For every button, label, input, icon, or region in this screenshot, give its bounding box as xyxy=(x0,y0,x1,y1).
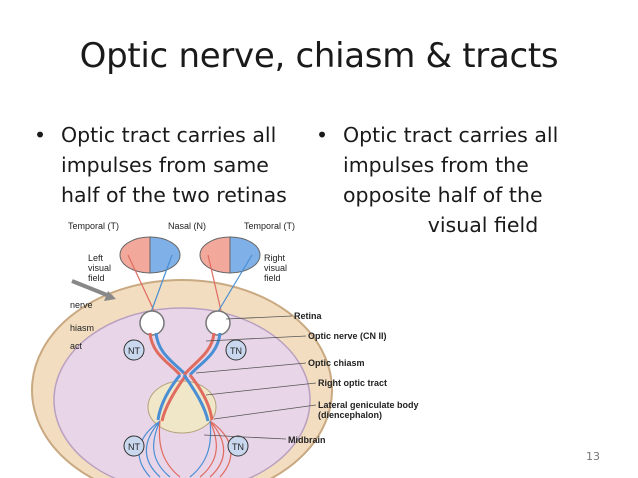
right-field-label: Right xyxy=(264,253,286,263)
visual-pathway-diagram: NT TN NT TN Temporal (T) Nasal (N) Tempo… xyxy=(31,221,419,478)
left-visual-field xyxy=(119,236,181,274)
right-bullet-line: opposite half of the xyxy=(343,183,543,207)
left-bullet-line: Optic tract carries all xyxy=(61,123,277,147)
nt-badge-lower: NT xyxy=(123,435,145,457)
svg-text:TN: TN xyxy=(230,346,242,356)
pointer-arrowhead xyxy=(104,291,116,301)
callout-right-optic-tract: Right optic tract xyxy=(318,378,387,388)
right-bullet-line: visual field xyxy=(343,213,539,237)
right-bullet-line: Optic tract carries all xyxy=(343,123,559,147)
callout-optic-nerve: Optic nerve (CN II) xyxy=(308,331,387,341)
left-field-label: visual xyxy=(88,263,111,273)
callout-retina: Retina xyxy=(294,311,323,321)
left-bullet-line: impulses from same xyxy=(61,153,269,177)
optic-pathway xyxy=(148,332,222,422)
left-field-label: Left xyxy=(88,253,104,263)
right-eye xyxy=(205,310,231,336)
right-visual-field xyxy=(199,236,261,274)
callout-lgb: Lateral geniculate body xyxy=(318,400,419,410)
callout-midbrain: Midbrain xyxy=(288,435,326,445)
edge-label-nerve: nerve xyxy=(70,300,93,310)
left-eye xyxy=(139,310,165,336)
tn-badge-upper: TN xyxy=(225,339,247,361)
label-nasal: Nasal (N) xyxy=(168,221,206,231)
tn-badge-lower: TN xyxy=(227,435,249,457)
left-bullet-text: Optic tract carries all impulses from sa… xyxy=(61,120,287,210)
svg-text:NT: NT xyxy=(128,346,140,356)
right-field-label: field xyxy=(264,273,281,283)
label-temporal-left: Temporal (T) xyxy=(68,221,119,231)
left-bullet-line: half of the two retinas xyxy=(61,183,287,207)
nt-badge-upper: NT xyxy=(123,339,145,361)
callout-leaders xyxy=(195,315,317,440)
edge-label-chiasm: hiasm xyxy=(70,323,94,333)
edge-label-tract: act xyxy=(70,341,83,351)
bullet-marker: • xyxy=(316,123,329,147)
left-field-label: field xyxy=(88,273,105,283)
bullet-marker: • xyxy=(34,123,47,147)
light-rays xyxy=(127,254,253,316)
page-number: 13 xyxy=(586,450,600,463)
callout-diencephalon: (diencephalon) xyxy=(318,410,382,420)
label-temporal-right: Temporal (T) xyxy=(244,221,295,231)
callout-optic-chiasm: Optic chiasm xyxy=(308,358,365,368)
slide-title: Optic nerve, chiasm & tracts xyxy=(79,36,559,76)
pointer-arrow xyxy=(71,279,113,299)
right-field-label: visual xyxy=(264,263,287,273)
svg-text:NT: NT xyxy=(128,442,140,452)
right-bullet-line: impulses from the xyxy=(343,153,529,177)
right-bullet-text: Optic tract carries all impulses from th… xyxy=(343,120,558,240)
svg-text:TN: TN xyxy=(232,442,244,452)
